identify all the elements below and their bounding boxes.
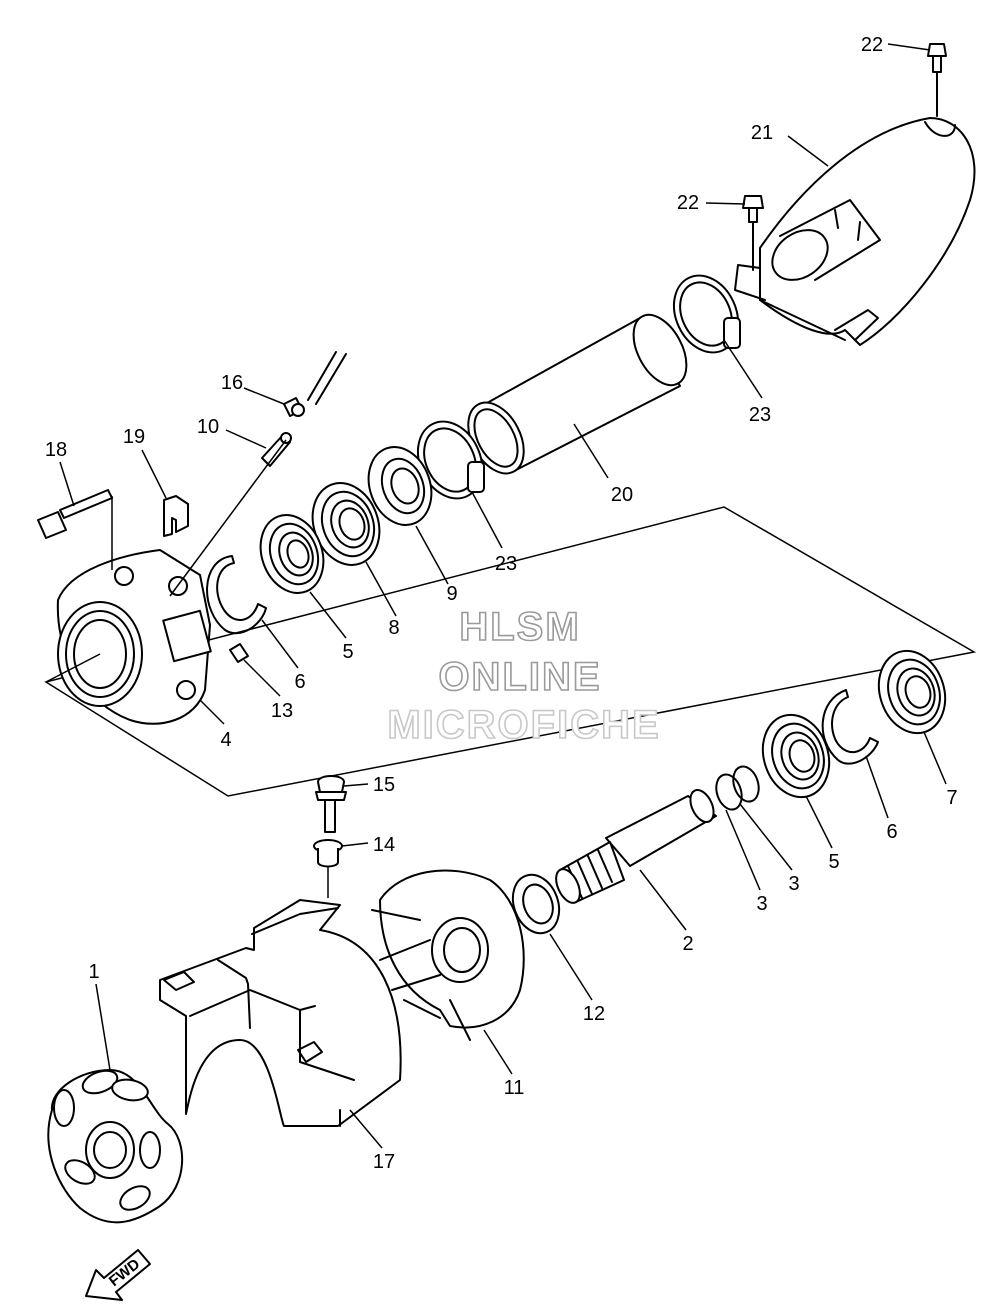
part-6-circlip-lower — [821, 689, 879, 765]
callout-12: 12 — [583, 1003, 605, 1025]
part-23-clamp-upper — [672, 274, 741, 354]
part-19-clip — [163, 495, 189, 537]
part-16-fitting — [283, 351, 347, 417]
callout-9: 9 — [446, 583, 457, 605]
callout-15: 15 — [373, 774, 395, 796]
callout-labels: 22 21 22 23 20 23 9 8 5 6 13 4 16 10 19 … — [45, 34, 958, 1173]
leader-lines — [45, 43, 947, 1149]
callout-4: 4 — [220, 729, 231, 751]
part-7-bearing — [877, 649, 947, 735]
callout-11: 11 — [504, 1077, 525, 1099]
part-1-coupling — [47, 1069, 184, 1224]
part-6-circlip-upper — [206, 555, 267, 635]
watermark-line-3: MICROFICHE — [387, 703, 660, 747]
part-9-seal — [367, 446, 433, 526]
part-23-clamp-lower — [416, 420, 485, 500]
fwd-arrow-icon: FWD — [85, 1249, 151, 1301]
callout-19: 19 — [123, 426, 145, 448]
callout-7: 7 — [946, 787, 957, 809]
callout-21: 21 — [751, 122, 773, 144]
part-21-cover — [734, 117, 976, 346]
part-18-bolt — [37, 489, 113, 539]
part-17-duct — [159, 899, 402, 1127]
callout-2: 2 — [682, 933, 693, 955]
part-5-bearing-upper — [259, 514, 325, 594]
callout-10: 10 — [197, 416, 219, 438]
part-3-orings — [715, 765, 760, 811]
callout-6-upper: 6 — [294, 671, 305, 693]
watermark-line-2: ONLINE — [438, 655, 601, 699]
watermark-line-1: HLSM — [459, 605, 580, 649]
callout-14: 14 — [373, 834, 395, 856]
part-5-bearing-lower — [761, 713, 831, 799]
subassembly-frame — [44, 506, 977, 797]
part-4-housing — [56, 549, 212, 725]
callout-1: 1 — [88, 961, 99, 983]
callout-17: 17 — [373, 1151, 395, 1173]
callout-5-lower: 5 — [828, 851, 839, 873]
callout-8: 8 — [388, 617, 399, 639]
part-11-impeller — [371, 869, 525, 1041]
part-22-bolt-top — [927, 43, 947, 117]
part-22-bolt-mid — [742, 195, 764, 271]
callout-22-top: 22 — [861, 34, 883, 56]
part-8-bearing — [311, 482, 381, 566]
callout-13: 13 — [271, 700, 293, 722]
callout-18: 18 — [45, 439, 67, 461]
callout-16: 16 — [221, 372, 243, 394]
part-13-pin — [229, 643, 249, 663]
callout-20: 20 — [611, 484, 633, 506]
part-14-collar — [313, 839, 343, 868]
callout-23-lower: 23 — [495, 553, 517, 575]
part-2-shaft — [555, 789, 717, 904]
part-20-pipe — [467, 313, 688, 475]
part-12-ring — [511, 873, 561, 935]
callout-3-right: 3 — [788, 873, 799, 895]
part-10-nipple — [261, 432, 292, 467]
callout-5-upper: 5 — [342, 641, 353, 663]
watermark: HLSM ONLINE MICROFICHE — [387, 604, 660, 748]
callout-6-lower: 6 — [886, 821, 897, 843]
callout-23-upper: 23 — [749, 404, 771, 426]
callout-22-mid: 22 — [677, 192, 699, 214]
part-15-bolt — [315, 775, 347, 833]
callout-3-left: 3 — [756, 893, 767, 915]
